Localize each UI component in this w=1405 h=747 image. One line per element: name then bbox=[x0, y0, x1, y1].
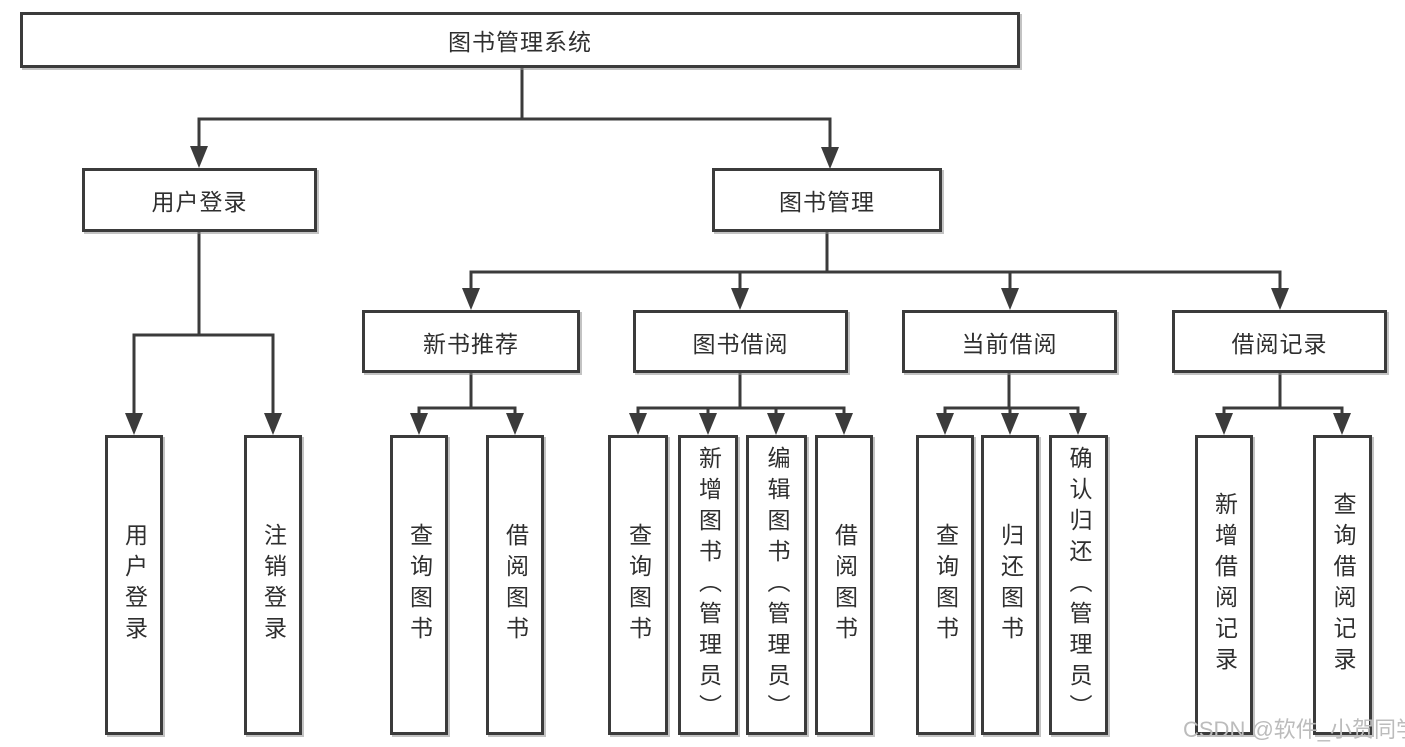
node-confirm-return-admin: 确认归还（管理员） bbox=[1049, 435, 1108, 735]
node-current-borrowing: 当前借阅 bbox=[902, 310, 1117, 373]
node-user-login: 用户登录 bbox=[82, 168, 317, 232]
node-borrow-books-recommend: 借阅图书 bbox=[486, 435, 544, 735]
node-root: 图书管理系统 bbox=[20, 12, 1020, 68]
node-logout: 注销登录 bbox=[244, 435, 302, 735]
node-query-borrow-record: 查询借阅记录 bbox=[1313, 435, 1372, 735]
node-query-books-recommend: 查询图书 bbox=[390, 435, 448, 735]
node-edit-book-admin: 编辑图书（管理员） bbox=[746, 435, 807, 735]
node-query-books-borrowing: 查询图书 bbox=[608, 435, 668, 735]
node-add-borrow-record: 新增借阅记录 bbox=[1195, 435, 1253, 735]
node-query-books-current: 查询图书 bbox=[916, 435, 974, 735]
watermark: CSDN @软件_小贺同学 bbox=[1183, 717, 1405, 742]
node-book-borrowing: 图书借阅 bbox=[633, 310, 848, 373]
node-new-book-recommend: 新书推荐 bbox=[362, 310, 580, 373]
node-book-management: 图书管理 bbox=[712, 168, 942, 232]
node-return-books: 归还图书 bbox=[981, 435, 1039, 735]
node-add-book-admin: 新增图书（管理员） bbox=[678, 435, 738, 735]
node-borrow-records: 借阅记录 bbox=[1172, 310, 1387, 373]
node-borrow-books: 借阅图书 bbox=[815, 435, 873, 735]
node-login: 用户登录 bbox=[105, 435, 163, 735]
